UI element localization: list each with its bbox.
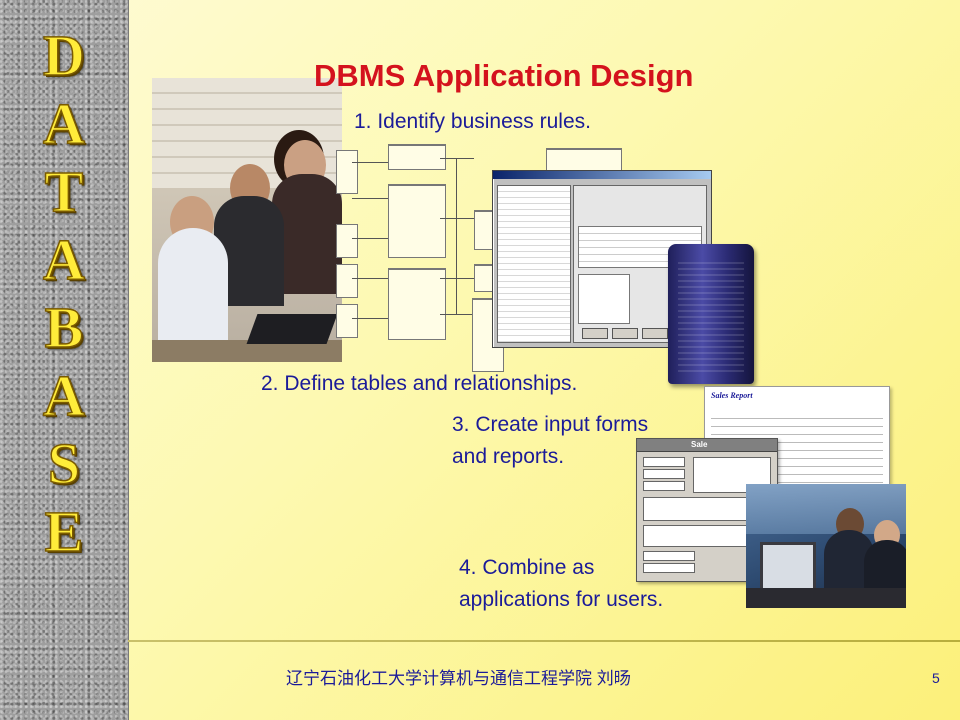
sidebar-letter: T [44, 158, 84, 225]
footer-divider [128, 640, 960, 642]
sidebar-letter: A [42, 362, 85, 429]
businessmen-at-computer-photo [746, 484, 906, 608]
server-image [668, 244, 754, 384]
sidebar: D A T A B A S E [0, 0, 129, 720]
sidebar-letter: D [42, 22, 85, 89]
page-number: 5 [932, 670, 940, 686]
step-2-text: 2. Define tables and relationships. [261, 372, 578, 395]
people-at-laptop-photo [152, 78, 342, 362]
step-3-text-cont: and reports. [452, 445, 565, 468]
slide-title: DBMS Application Design [314, 58, 694, 93]
sidebar-letter: A [42, 90, 85, 157]
sidebar-letter: B [44, 294, 84, 361]
footer-institution: 辽宁石油化工大学计算机与通信工程学院 刘旸 [286, 669, 631, 688]
step-4-text-cont: applications for users. [459, 588, 664, 611]
step-3-text: 3. Create input forms [452, 413, 649, 436]
form-title: Sale [691, 440, 708, 449]
sidebar-letter: A [42, 226, 85, 293]
sidebar-letter: E [44, 498, 84, 565]
report-title: Sales Report [711, 391, 753, 400]
sidebar-letter: S [47, 430, 81, 497]
step-1-text: 1. Identify business rules. [354, 110, 591, 133]
step-4-text: 4. Combine as [459, 556, 595, 579]
vertical-title: D A T A B A S E [0, 22, 128, 566]
